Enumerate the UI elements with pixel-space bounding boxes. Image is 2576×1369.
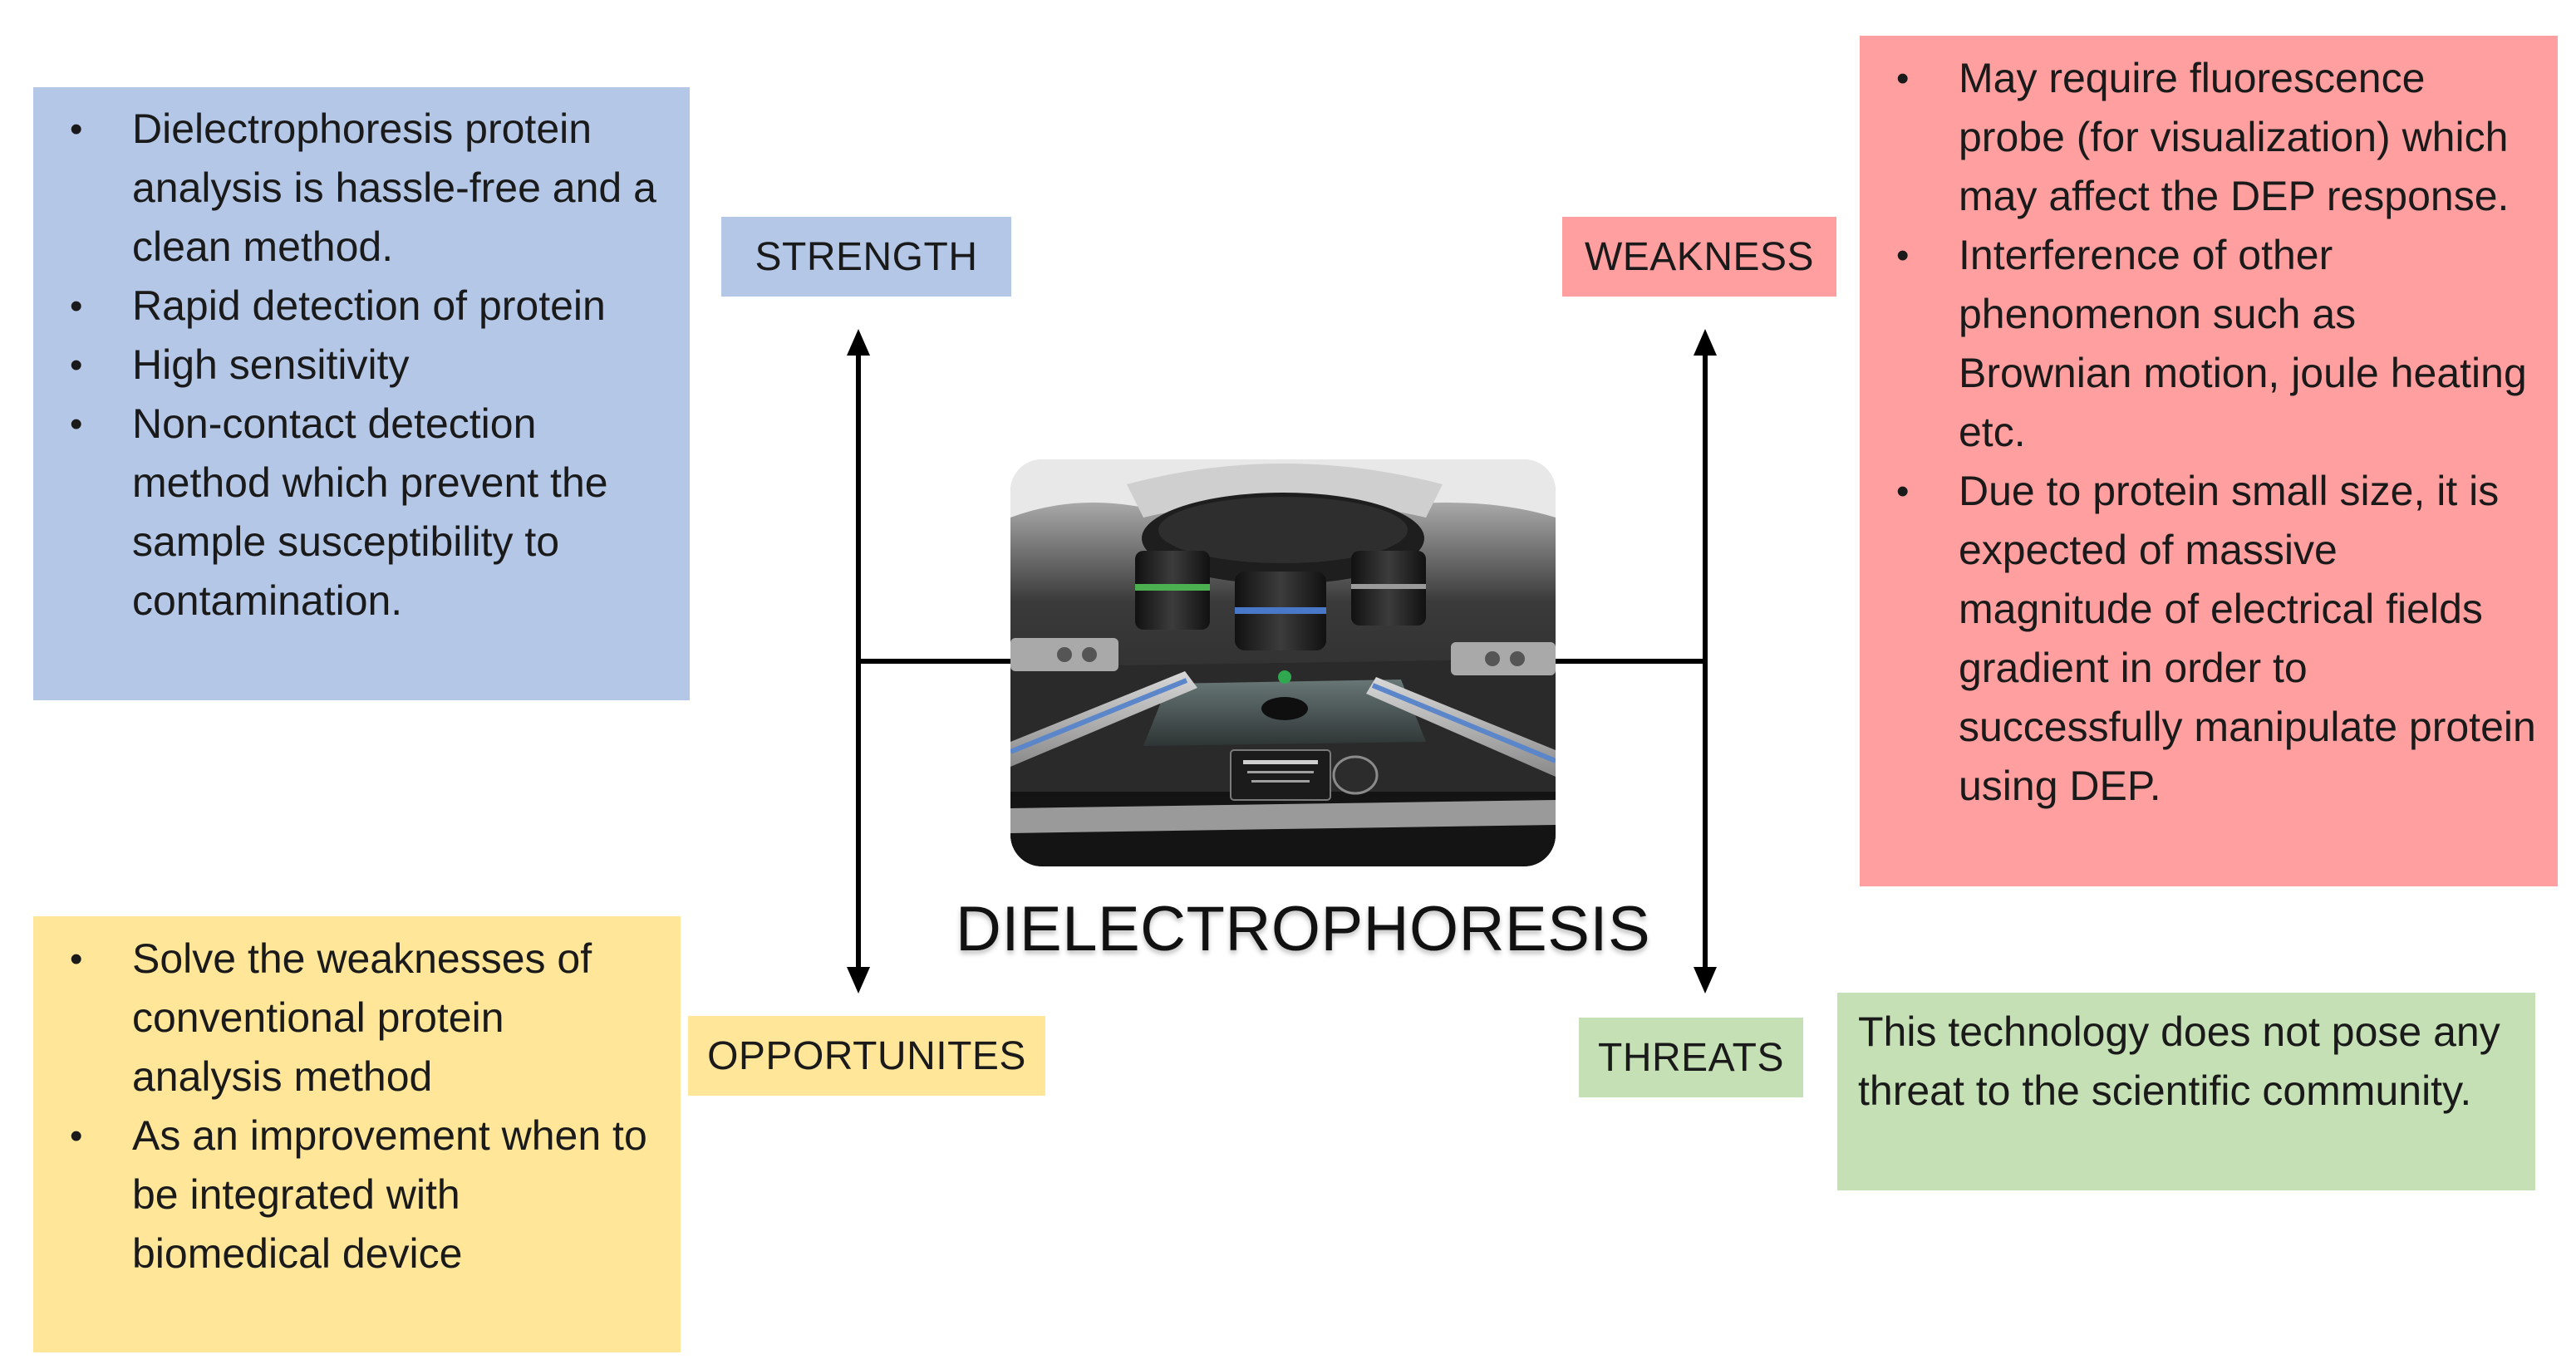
strength-box: Dielectrophoresis protein analysis is ha… bbox=[33, 87, 690, 700]
threats-text: This technology does not pose any threat… bbox=[1858, 1008, 2500, 1114]
threats-label: THREATS bbox=[1579, 1018, 1803, 1097]
strength-point: Dielectrophoresis protein analysis is ha… bbox=[52, 100, 671, 277]
weakness-point: Interference of other phenomenon such as… bbox=[1878, 226, 2539, 462]
weakness-arrowhead-icon bbox=[1694, 329, 1717, 356]
strength-point: Rapid detection of protein bbox=[52, 277, 671, 336]
opportunities-point: As an improvement when to be integrated … bbox=[52, 1106, 662, 1283]
weakness-point: Due to protein small size, it is expecte… bbox=[1878, 462, 2539, 816]
threats-box: This technology does not pose any threat… bbox=[1837, 993, 2535, 1190]
strength-point: Non-contact detection method which preve… bbox=[52, 395, 671, 631]
weakness-label: WEAKNESS bbox=[1562, 217, 1836, 297]
opportunities-label: OPPORTUNITES bbox=[688, 1016, 1045, 1096]
opportunities-arrowhead-icon bbox=[847, 967, 870, 994]
opportunities-list: Solve the weaknesses of conventional pro… bbox=[52, 930, 662, 1283]
strength-point: High sensitivity bbox=[52, 336, 671, 395]
strength-label: STRENGTH bbox=[721, 217, 1011, 297]
opportunities-box: Solve the weaknesses of conventional pro… bbox=[33, 916, 681, 1352]
weakness-box: May require fluorescence probe (for visu… bbox=[1860, 36, 2558, 886]
weakness-list: May require fluorescence probe (for visu… bbox=[1878, 49, 2539, 816]
strength-list: Dielectrophoresis protein analysis is ha… bbox=[52, 100, 671, 631]
weakness-point: May require fluorescence probe (for visu… bbox=[1878, 49, 2539, 226]
strength-arrowhead-icon bbox=[847, 329, 870, 356]
microscope-stage-photo bbox=[1010, 459, 1556, 866]
opportunities-point: Solve the weaknesses of conventional pro… bbox=[52, 930, 662, 1106]
threats-arrowhead-icon bbox=[1694, 967, 1717, 994]
center-title: DIELECTROPHORESIS bbox=[956, 894, 1651, 964]
